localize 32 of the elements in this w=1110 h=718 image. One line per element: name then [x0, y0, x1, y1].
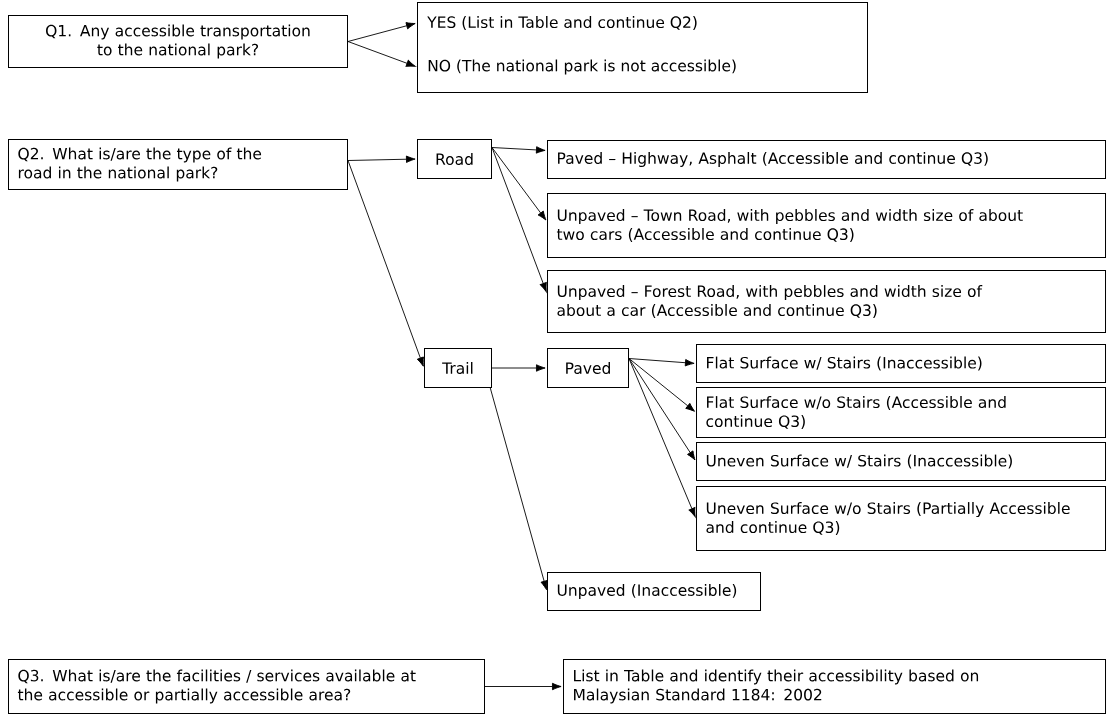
arrow: [628, 358, 696, 461]
option-box: Uneven Surface w/ Stairs (Inaccessible): [696, 442, 1106, 481]
option-box: Road: [417, 139, 492, 179]
arrow: [628, 358, 695, 412]
answer-text: NO (The national park is not accessible): [428, 59, 736, 75]
option-box: Paved – Highway, Asphalt (Accessible and continue Q3): [547, 140, 1106, 179]
arrow: [347, 41, 416, 67]
question-box: Q1. Any accessible transportation to the national park?: [8, 15, 348, 68]
option-box: Unpaved (Inaccessible): [547, 572, 761, 611]
arrow: [491, 146, 546, 154]
question-box: Q3. What is/are the facilities / services available at the accessible or partially accessible area?: [8, 659, 485, 714]
arrow: [491, 364, 546, 372]
option-box: Uneven Surface w/o Stairs (Partially Accessible and continue Q3): [696, 486, 1106, 551]
arrow: [347, 155, 416, 163]
arrow: [491, 147, 547, 293]
arrow: [628, 358, 696, 518]
option-box: Paved: [547, 348, 629, 388]
arrow: [491, 147, 547, 221]
arrow: [489, 386, 548, 591]
answer-text: YES (List in Table and continue Q2): [427, 16, 697, 30]
arrow: [484, 682, 562, 691]
arrow: [347, 160, 424, 367]
arrow: [347, 22, 416, 42]
result-box: List in Table and identify their accessibility based on Malaysian Standard 1184: 2002: [563, 659, 1106, 714]
option-box: Flat Surface w/ Stairs (Inaccessible): [696, 344, 1106, 383]
option-box: Unpaved – Forest Road, with pebbles and width size of about a car (Accessible and continue Q3): [547, 270, 1106, 333]
option-box: Trail: [424, 348, 492, 388]
answer-box: [417, 2, 868, 93]
option-box: Unpaved – Town Road, with pebbles and width size of about two cars (Accessible and continue Q3): [547, 193, 1106, 258]
question-box: Q2. What is/are the type of the road in the national park?: [8, 139, 348, 190]
option-box: Flat Surface w/o Stairs (Accessible and continue Q3): [696, 387, 1106, 438]
arrow: [628, 358, 695, 367]
